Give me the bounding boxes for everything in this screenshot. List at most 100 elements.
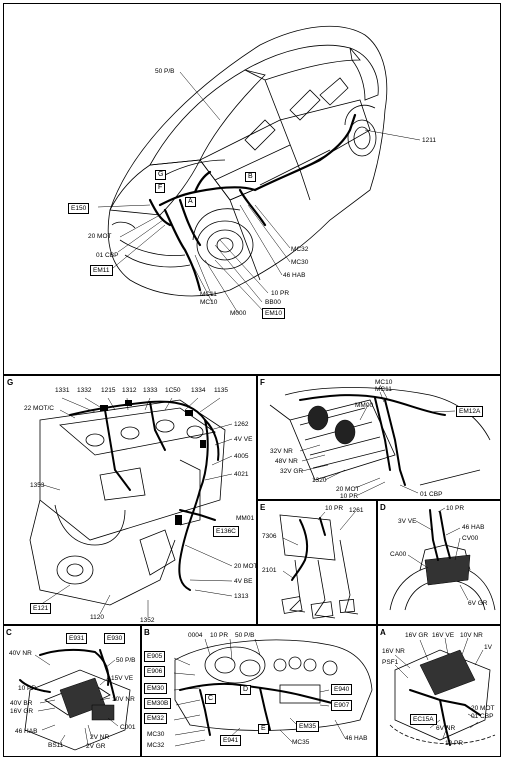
connector-em11: EM11 (90, 265, 113, 276)
label-1261: 1261 (349, 507, 364, 514)
connector-e150: E150 (68, 203, 90, 214)
label-2v-nr: 2V NR (90, 734, 110, 741)
label-mc10-f: MC10 (375, 379, 393, 386)
label-01-cbp-a: 01 CBP (471, 713, 494, 720)
connector-e121: E121 (30, 603, 52, 614)
label-1120: 1120 (90, 614, 104, 621)
label-50-pb: 50 P/B (155, 68, 175, 75)
label-10-pr-e: 10 PR (325, 505, 344, 512)
label-mc11: MC11 (200, 291, 217, 298)
label-psf1: PSF1 (382, 659, 399, 666)
panel-g (3, 375, 257, 625)
panel-a-letter: A (380, 628, 386, 637)
label-1312: 1312 (122, 387, 137, 394)
car-overview-illustration (97, 25, 421, 314)
label-10-pr: 10 PR (271, 290, 290, 297)
label-4v-ve: 4V VE (234, 436, 253, 443)
connector-e906: E906 (144, 666, 166, 677)
label-20-mot-f: 20 MOT (336, 486, 360, 493)
connector-e930: E930 (104, 633, 126, 644)
label-1c50: 1C50 (165, 387, 181, 394)
connector-e941: E941 (220, 735, 242, 746)
label-4v-be: 4V BE (234, 578, 253, 585)
label-16v-gr-a: 16V GR (405, 632, 429, 639)
label-20-mot: 20 MOT (88, 233, 112, 240)
panel-e-letter: E (260, 503, 266, 512)
connector-em30b: EM30B (144, 698, 172, 709)
label-1331: 1331 (55, 387, 70, 394)
label-mc11-f: MC11 (375, 386, 392, 393)
label-7306: 7306 (262, 533, 277, 540)
label-1v: 1V (484, 644, 492, 651)
label-46-hab-c: 46 HAB (15, 728, 38, 735)
label-01-cbp-f: 01 CBP (420, 491, 443, 498)
label-ca00: CA00 (390, 551, 407, 558)
connector-ec15a: EC15A (410, 714, 437, 725)
label-1333: 1333 (143, 387, 158, 394)
label-32v-nr: 32V NR (270, 448, 293, 455)
label-1262: 1262 (234, 421, 249, 428)
panel-b (141, 625, 377, 757)
label-16v-nr-a: 16V NR (382, 648, 405, 655)
label-10-pr-c: 10 PR (18, 685, 37, 692)
label-46-hab-b: 46 HAB (345, 735, 368, 742)
label-46-hab: 46 HAB (283, 272, 306, 279)
label-1211: 1211 (422, 137, 436, 144)
label-c001: C001 (120, 724, 136, 731)
panel-f-letter: F (260, 378, 265, 387)
label-3v-ve: 3V VE (398, 518, 417, 525)
label-2v-gr: 2V GR (86, 743, 106, 750)
panel-a (377, 625, 501, 757)
connector-em10: EM10 (262, 308, 285, 319)
connector-em30: EM30 (144, 683, 167, 694)
panel-d-letter: D (380, 503, 386, 512)
connector-e931: E931 (66, 633, 88, 644)
connector-em12a: EM12A (456, 406, 484, 417)
connector-e905: E905 (144, 651, 166, 662)
label-1320: 1320 (312, 477, 327, 484)
label-46-hab-d: 46 HAB (462, 524, 485, 531)
connector-e907: E907 (331, 700, 353, 711)
label-mc35: MC35 (292, 739, 310, 746)
label-mm00: MM00 (355, 402, 374, 409)
label-mm01: MM01 (236, 515, 255, 522)
tag-a: A (185, 197, 196, 207)
label-mc30-b: MC30 (147, 731, 165, 738)
panel-g-letter: G (7, 378, 14, 387)
label-2101: 2101 (262, 567, 277, 574)
tag-d: D (240, 685, 252, 695)
label-48v-nr: 48V NR (275, 458, 298, 465)
panel-c-letter: C (6, 628, 12, 637)
label-40v-nr: 40V NR (9, 650, 32, 657)
panel-f (257, 375, 501, 500)
panel-c (3, 625, 141, 757)
label-22-mot-c: 22 MOT/C (24, 405, 54, 412)
panel-e (257, 500, 377, 625)
label-mc32: MC32 (291, 246, 309, 253)
tag-e: E (258, 724, 269, 734)
label-50-pb-b: 50 P/B (235, 632, 255, 639)
label-1334: 1334 (191, 387, 206, 394)
label-20-mot-a: 20 MOT (471, 705, 495, 712)
label-mc32-b: MC32 (147, 742, 165, 749)
label-4005: 4005 (234, 453, 249, 460)
label-cv00: CV00 (462, 535, 479, 542)
panel-b-letter: B (144, 628, 150, 637)
label-1352: 1352 (140, 617, 155, 624)
label-1313: 1313 (234, 593, 249, 600)
label-1332: 1332 (77, 387, 92, 394)
label-10v-nr: 10V NR (112, 696, 135, 703)
panel-d (377, 500, 501, 625)
connector-em35: EM35 (296, 721, 319, 732)
connector-em32: EM32 (144, 713, 167, 724)
label-10-pr-d: 10 PR (446, 505, 465, 512)
label-10v-nr-a: 10V NR (460, 632, 483, 639)
label-01-cbp: 01 CBP (96, 252, 119, 259)
label-0004: 0004 (188, 632, 203, 639)
tag-b: B (245, 172, 256, 182)
label-15v-ve: 15V VE (111, 675, 134, 682)
